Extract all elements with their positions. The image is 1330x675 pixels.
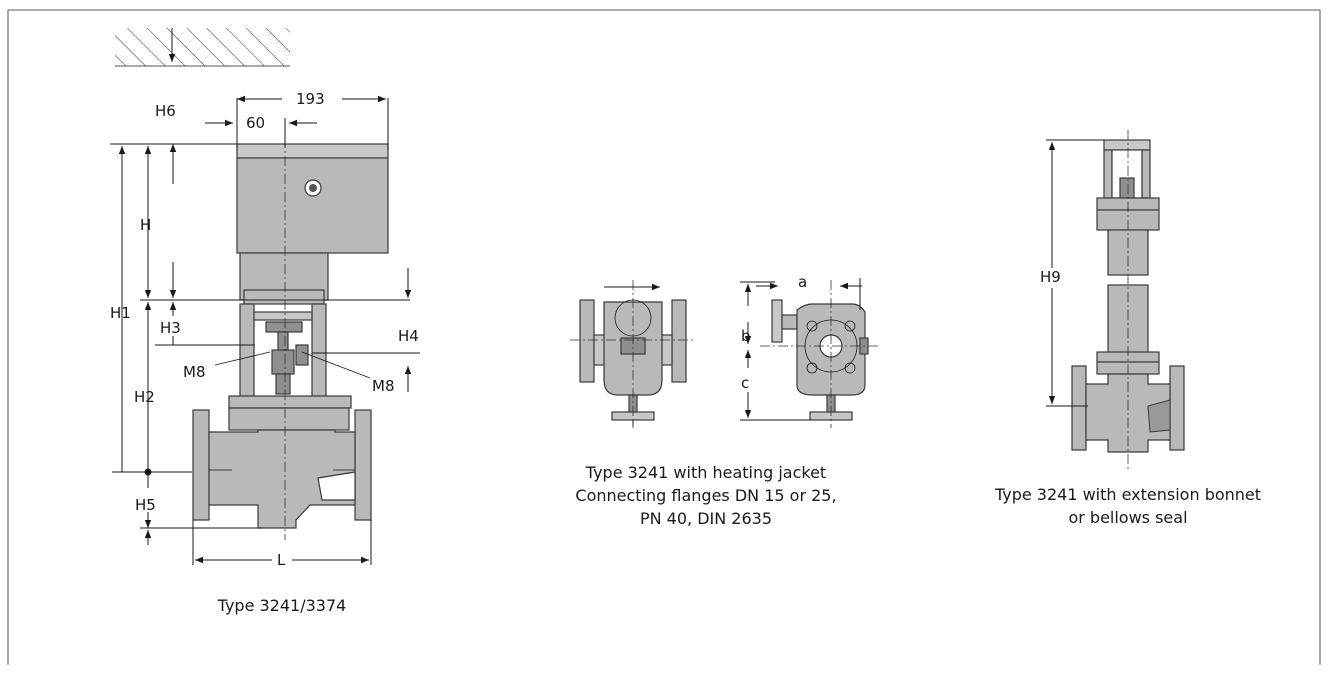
dim-c-label: c [741, 374, 749, 392]
dim-60-label: 60 [246, 114, 265, 132]
actuator-housing [236, 157, 389, 254]
yoke-left [239, 303, 255, 401]
left-view: 193 60 H6 H H1 H3 H4 M8 M8 H2 H5 L Type … [110, 28, 420, 615]
bonnet-plate [228, 395, 352, 409]
dim-l-label: L [277, 551, 286, 569]
jacket-flange-right [671, 299, 687, 383]
ceiling-hatch [115, 28, 290, 66]
valve-body [208, 429, 356, 529]
dim-h1-label: H1 [110, 304, 131, 322]
caption-middle-line1: Type 3241 with heating jacket [585, 463, 826, 482]
caption-middle-line2: Connecting flanges DN 15 or 25, [575, 486, 836, 505]
dim-b-label: b [741, 327, 751, 345]
dim-h5-label: H5 [135, 496, 156, 514]
yoke-right [311, 303, 327, 401]
flange-right [354, 409, 372, 521]
right-view: H9 Type 3241 with extension bonnet or be… [994, 130, 1261, 527]
dim-a-label: a [798, 273, 807, 291]
flange-left [192, 409, 210, 521]
dim-h4-label: H4 [398, 327, 419, 345]
dim-h-label: H [140, 216, 151, 234]
caption-right-line1: Type 3241 with extension bonnet [994, 485, 1261, 504]
dim-h2-label: H2 [134, 388, 155, 406]
dim-h9-label: H9 [1040, 268, 1061, 286]
dim-h3-label: H3 [160, 319, 181, 337]
middle-view: a b c Type 3241 with heating jacket Conn… [570, 273, 880, 528]
dim-h6-label: H6 [155, 102, 176, 120]
caption-middle-line3: PN 40, DIN 2635 [640, 509, 772, 528]
m8-right-label: M8 [372, 377, 395, 395]
caption-right-line2: or bellows seal [1068, 508, 1187, 527]
dim-193-label: 193 [296, 90, 325, 108]
right-flange-right [1169, 365, 1185, 451]
right-flange-left [1071, 365, 1087, 451]
jacket-flange-left [579, 299, 595, 383]
m8-left-label: M8 [183, 363, 206, 381]
frame-border [7, 9, 1321, 665]
caption-left: Type 3241/3374 [217, 596, 347, 615]
actuator-cap [236, 143, 389, 159]
